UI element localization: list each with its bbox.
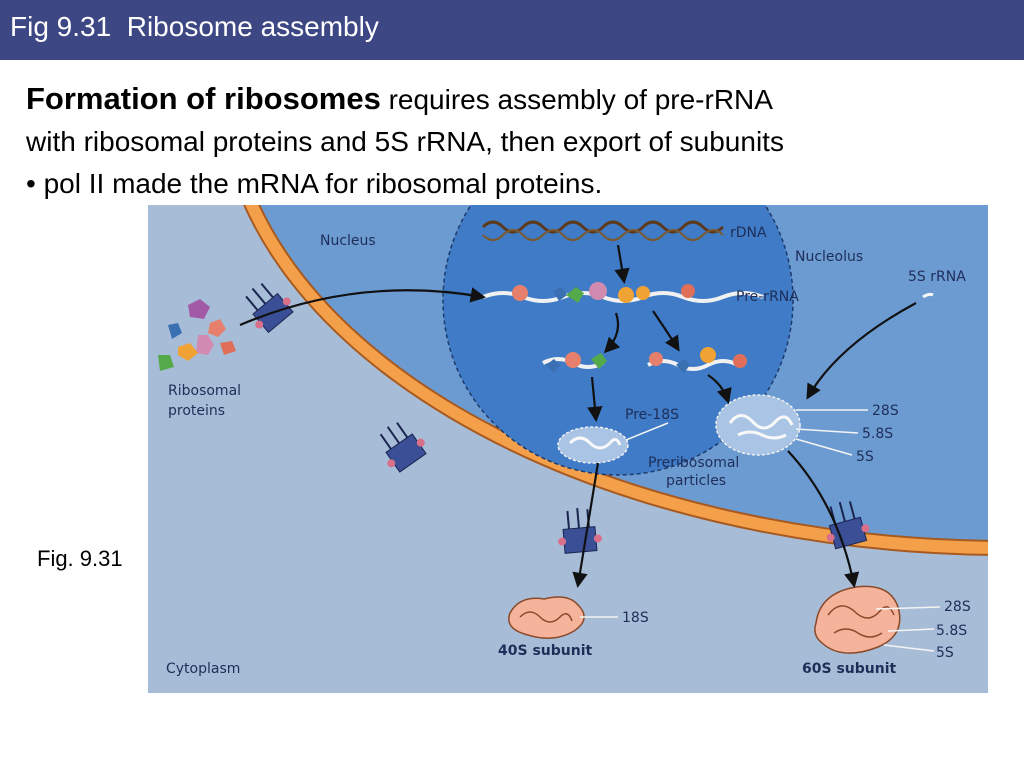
intro-line-1-rest: requires assembly of pre-rRNA bbox=[380, 84, 773, 115]
label-ribosomal: Ribosomal bbox=[168, 383, 241, 399]
pre-rrna-proteins bbox=[512, 282, 695, 303]
label-pre-18s: Pre-18S bbox=[625, 407, 679, 423]
label-5s-mature: 5S bbox=[936, 645, 954, 661]
process-arrows bbox=[239, 244, 917, 589]
title-bar: Fig 9.31 Ribosome assembly bbox=[0, 0, 1024, 60]
subunit-40s bbox=[508, 596, 585, 639]
label-28s-mature: 28S bbox=[944, 599, 971, 615]
label-pre-rrna: Pre-rRNA bbox=[736, 289, 799, 305]
nuclear-pore-4 bbox=[826, 501, 870, 550]
label-5-8s-pre: 5.8S bbox=[862, 426, 893, 442]
intro-line-1: Formation of ribosomes requires assembly… bbox=[26, 78, 1016, 121]
label-rdna: rDNA bbox=[730, 225, 767, 241]
label-5s-rrna: 5S rRNA bbox=[908, 269, 966, 285]
nuclear-pore-2 bbox=[379, 422, 427, 473]
intro-text: Formation of ribosomes requires assembly… bbox=[26, 78, 1016, 205]
pre-60s-particle bbox=[715, 394, 801, 456]
rrna-5s-piece bbox=[922, 292, 934, 299]
label-5s-pre: 5S bbox=[856, 449, 874, 465]
intermediate-particle-right bbox=[647, 347, 747, 373]
pre-40s-particle bbox=[557, 426, 629, 464]
label-cytoplasm: Cytoplasm bbox=[166, 661, 240, 677]
subunit-60s bbox=[814, 585, 901, 654]
figure-caption: Fig. 9.31 bbox=[37, 546, 123, 571]
ribosomal-proteins-cluster bbox=[158, 299, 236, 371]
intro-bold-lead: Formation of ribosomes bbox=[26, 81, 381, 116]
label-5-8s-mature: 5.8S bbox=[936, 623, 967, 639]
label-40s-subunit: 40S subunit bbox=[498, 643, 592, 659]
callout-lines bbox=[580, 409, 941, 652]
label-60s-subunit: 60S subunit bbox=[802, 661, 896, 677]
label-28s-pre: 28S bbox=[872, 403, 899, 419]
nuclear-pore-3 bbox=[558, 508, 602, 554]
label-nucleolus: Nucleolus bbox=[795, 249, 863, 265]
label-preribosomal: Preribosomal bbox=[648, 455, 739, 471]
intro-line-2: with ribosomal proteins and 5S rRNA, the… bbox=[26, 126, 784, 157]
intermediate-particle-left bbox=[542, 352, 607, 373]
label-nucleus: Nucleus bbox=[320, 233, 376, 249]
intro-line-3: • pol II made the mRNA for ribosomal pro… bbox=[26, 168, 603, 199]
slide-title: Fig 9.31 Ribosome assembly bbox=[10, 11, 379, 42]
label-proteins: proteins bbox=[168, 403, 225, 419]
ribosome-assembly-diagram: Nucleus Nucleolus rDNA Pre-rRNA 5S rRNA … bbox=[148, 205, 988, 693]
label-18s: 18S bbox=[622, 610, 649, 626]
label-particles: particles bbox=[666, 473, 726, 489]
rdna-helix bbox=[481, 220, 725, 234]
